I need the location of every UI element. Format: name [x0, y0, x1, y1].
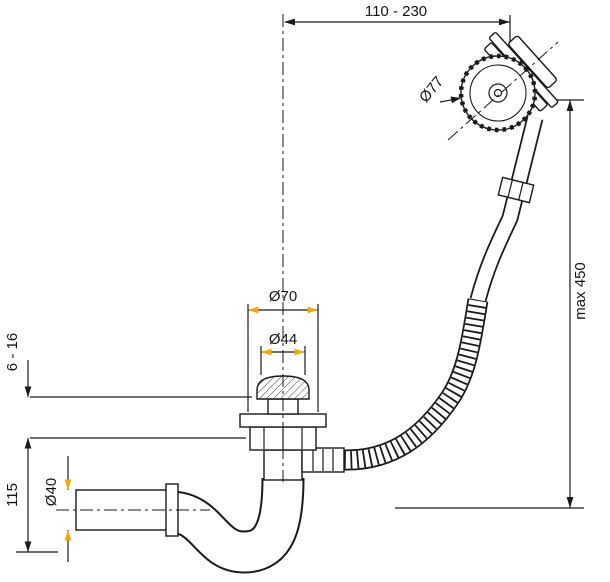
- dimension-annotations: [16, 15, 584, 553]
- hose-union-nut: [497, 176, 535, 204]
- dim-flange-diameter-label: Ø70: [268, 288, 298, 305]
- dim-plug-diameter-label: Ø44: [268, 331, 298, 348]
- dim-outlet-height-label: 115: [4, 483, 21, 507]
- dim-pipe-diameter-label: Ø40: [43, 477, 60, 507]
- p-trap: [167, 477, 305, 574]
- dim-top-width-label: 110 - 230: [364, 3, 428, 20]
- dim-panel-thickness-label: 6 - 16: [4, 332, 21, 372]
- dim-overflow-length-label: max 450: [572, 262, 589, 320]
- diameter-leader: [439, 96, 461, 104]
- hose-connection-nut: [301, 447, 345, 473]
- overflow-valve: [458, 32, 559, 133]
- flexible-hose: [343, 115, 544, 471]
- centerlines: [56, 14, 559, 511]
- drain-assembly: [239, 375, 345, 481]
